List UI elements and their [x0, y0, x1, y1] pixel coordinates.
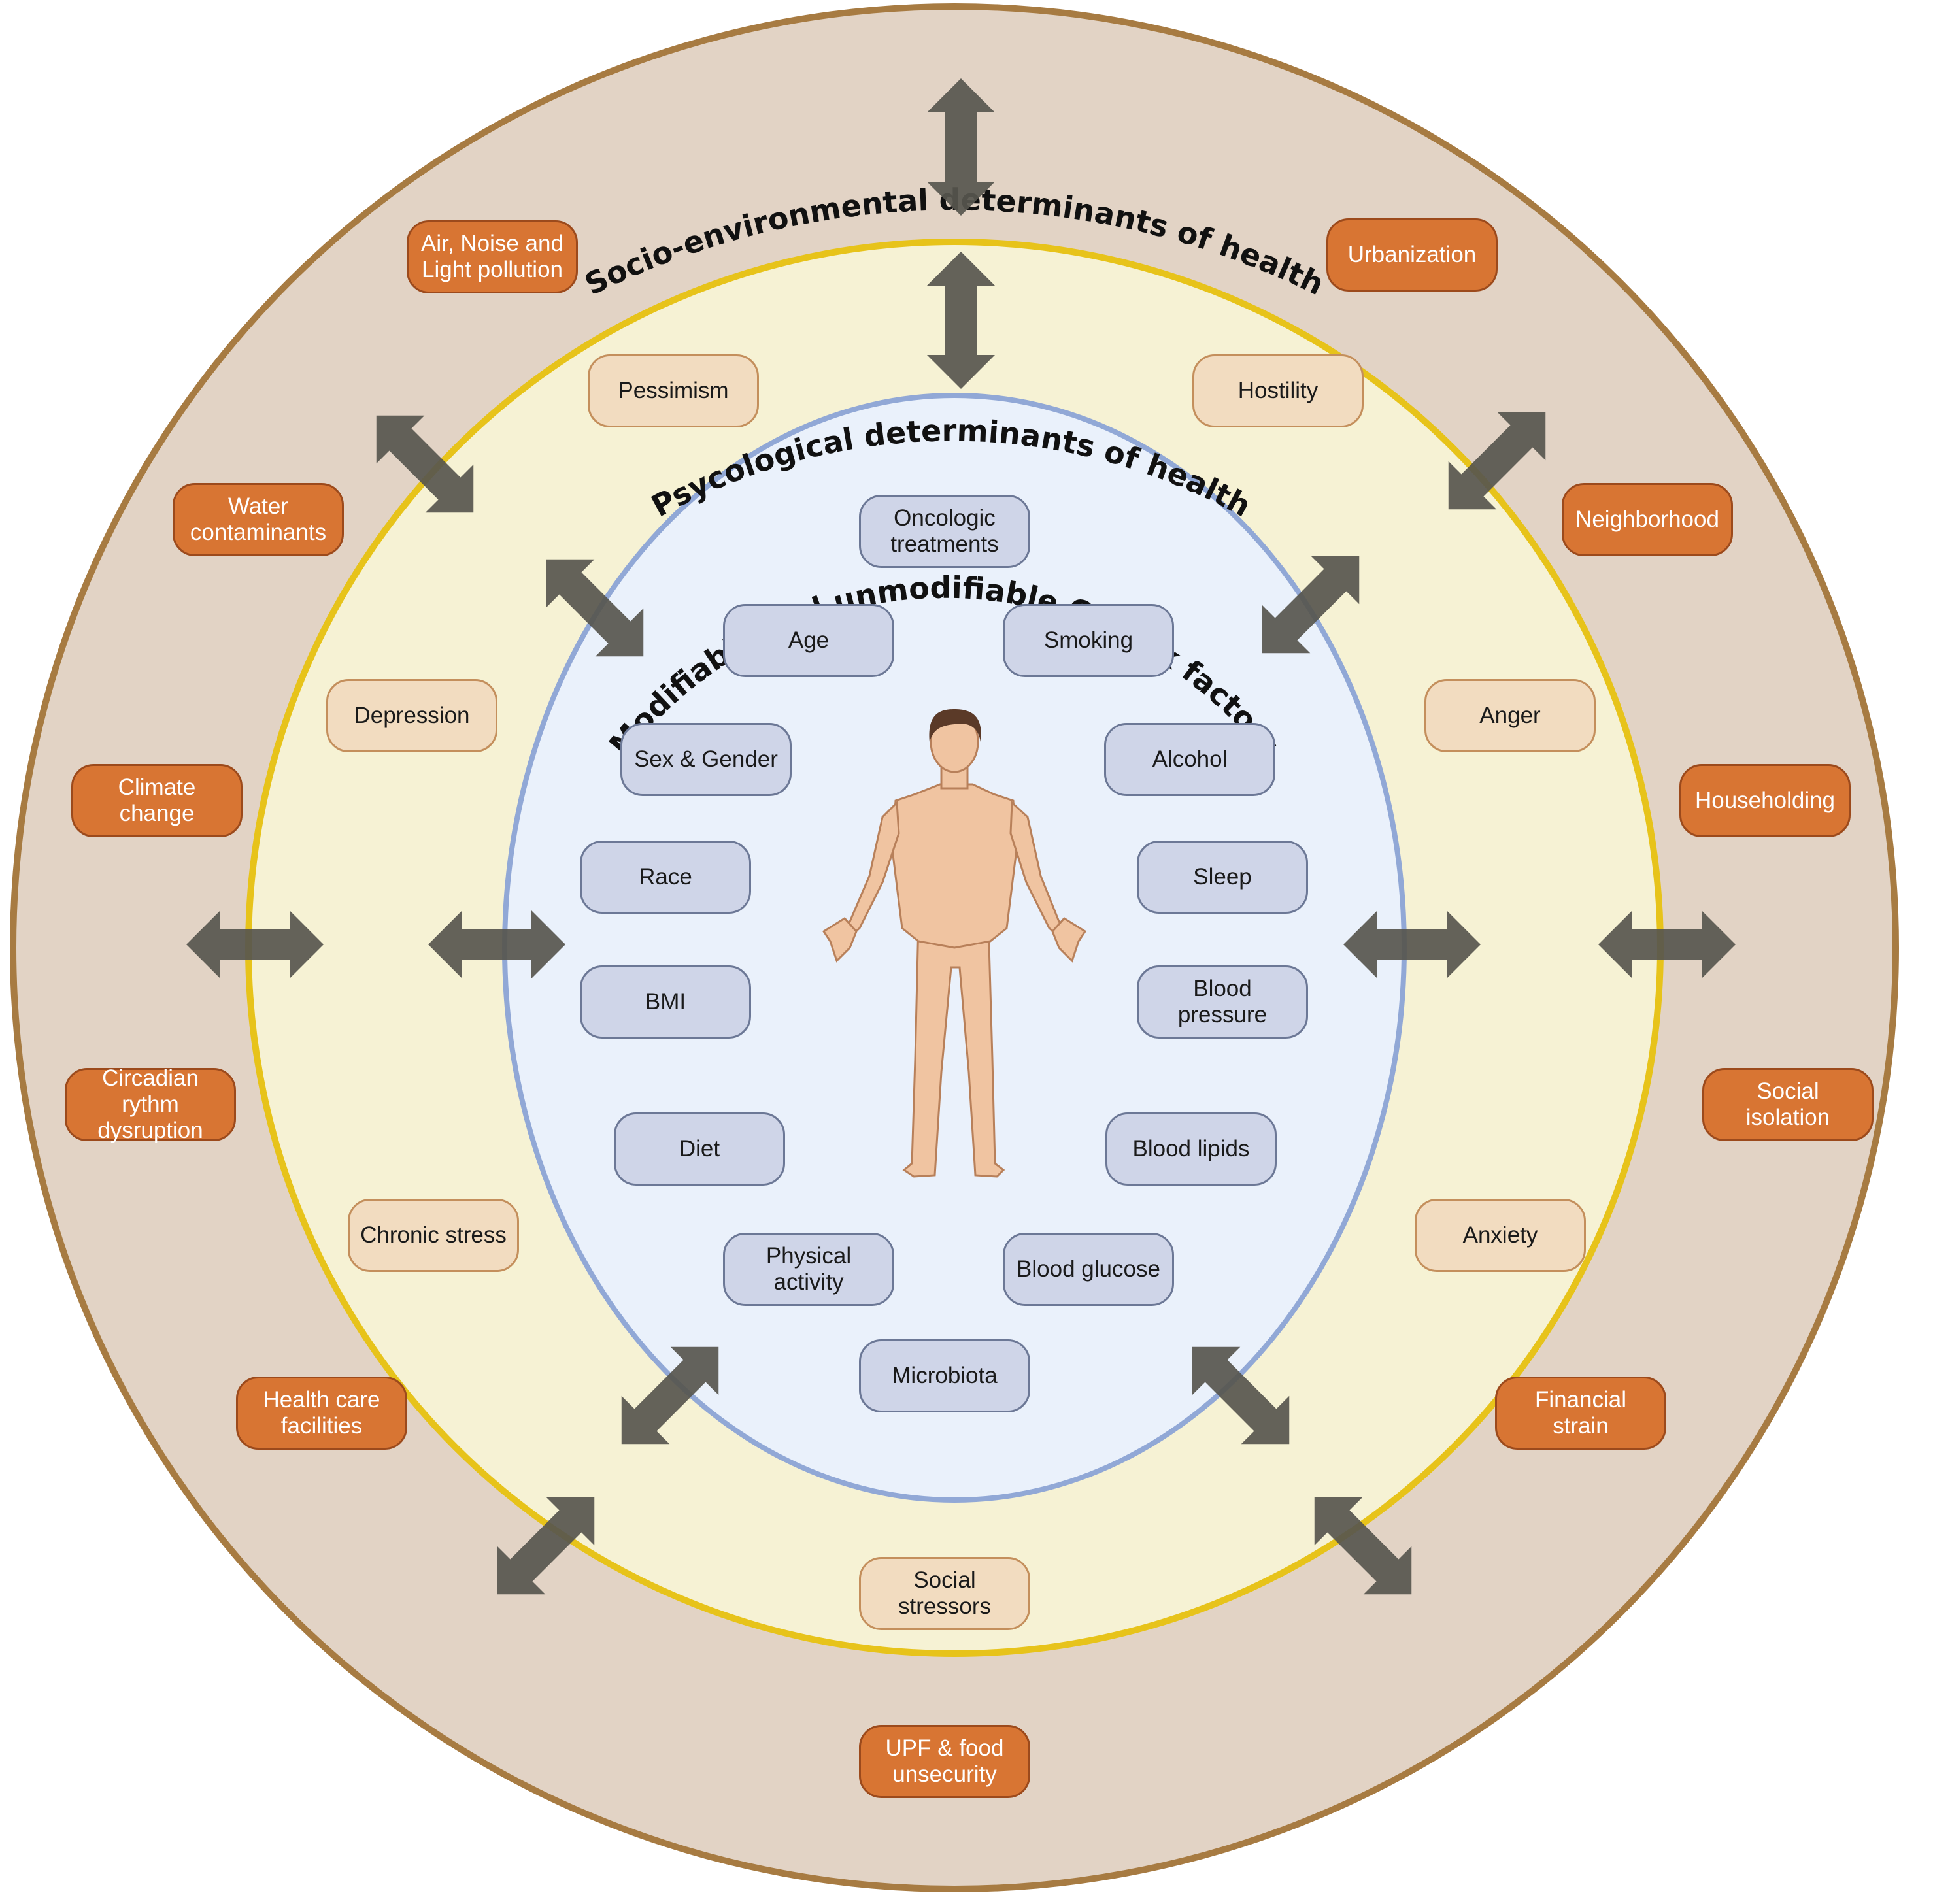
double-arrow-icon: [497, 1497, 595, 1595]
factor-householding: Householding: [1679, 764, 1851, 837]
factor-oncologic-treatments: Oncologic treatments: [859, 495, 1030, 568]
human-legs: [902, 920, 1005, 1178]
double-arrow-icon: [1262, 556, 1360, 654]
human-body-figure: [822, 709, 1087, 1178]
factor-age: Age: [723, 604, 894, 677]
factor-anxiety: Anxiety: [1415, 1199, 1586, 1272]
factor-hostility: Hostility: [1192, 354, 1364, 427]
double-arrow-icon: [927, 252, 995, 389]
human-left-hand: [822, 917, 858, 963]
factor-alcohol: Alcohol: [1104, 723, 1275, 796]
human-torso: [891, 783, 1018, 949]
factor-financial-strain: Financial strain: [1495, 1377, 1666, 1450]
factor-bmi: BMI: [580, 965, 751, 1039]
double-arrow-icon: [428, 910, 565, 978]
double-arrow-icon: [1343, 910, 1481, 978]
factor-race: Race: [580, 841, 751, 914]
factor-anger: Anger: [1424, 679, 1596, 752]
factor-neighborhood: Neighborhood: [1562, 483, 1733, 556]
factor-microbiota: Microbiota: [859, 1339, 1030, 1412]
factor-social-stressors: Social stressors: [859, 1557, 1030, 1630]
factor-blood-lipids: Blood lipids: [1105, 1112, 1277, 1186]
double-arrow-icon: [376, 415, 474, 513]
double-arrow-icon: [186, 910, 324, 978]
double-arrow-icon: [927, 78, 995, 216]
factor-smoking: Smoking: [1003, 604, 1174, 677]
factor-circadian-rythm-dysruption: Circadian rythm dysruption: [65, 1065, 236, 1143]
double-arrow-icon: [546, 559, 644, 657]
factor-water-contaminants: Water contaminants: [173, 483, 344, 556]
double-arrow-icon: [1314, 1497, 1412, 1595]
factor-health-care-facilities: Health care facilities: [236, 1377, 407, 1450]
factor-climate-change: Climate change: [71, 764, 243, 837]
factor-sex-gender: Sex & Gender: [620, 723, 792, 796]
factor-chronic-stress: Chronic stress: [348, 1199, 519, 1272]
double-arrow-icon: [1192, 1346, 1290, 1445]
factor-pessimism: Pessimism: [588, 354, 759, 427]
human-right-hand: [1051, 917, 1087, 963]
factor-air-noise-and-light-pollution: Air, Noise and Light pollution: [407, 220, 578, 293]
human-hair: [929, 709, 981, 742]
factor-social-isolation: Social isolation: [1702, 1068, 1874, 1141]
factor-blood-glucose: Blood glucose: [1003, 1233, 1174, 1306]
factor-blood-pressure: Blood pressure: [1137, 965, 1308, 1039]
factor-sleep: Sleep: [1137, 841, 1308, 914]
factor-depression: Depression: [326, 679, 497, 752]
double-arrow-icon: [1448, 412, 1546, 510]
factor-urbanization: Urbanization: [1326, 218, 1498, 292]
factor-upf-food-unsecurity: UPF & food unsecurity: [859, 1725, 1030, 1798]
double-arrow-icon: [1598, 910, 1736, 978]
double-arrow-icon: [621, 1346, 719, 1445]
factor-diet: Diet: [614, 1112, 785, 1186]
factor-physical-activity: Physical activity: [723, 1233, 894, 1306]
arrow-layer: [186, 78, 1736, 1595]
